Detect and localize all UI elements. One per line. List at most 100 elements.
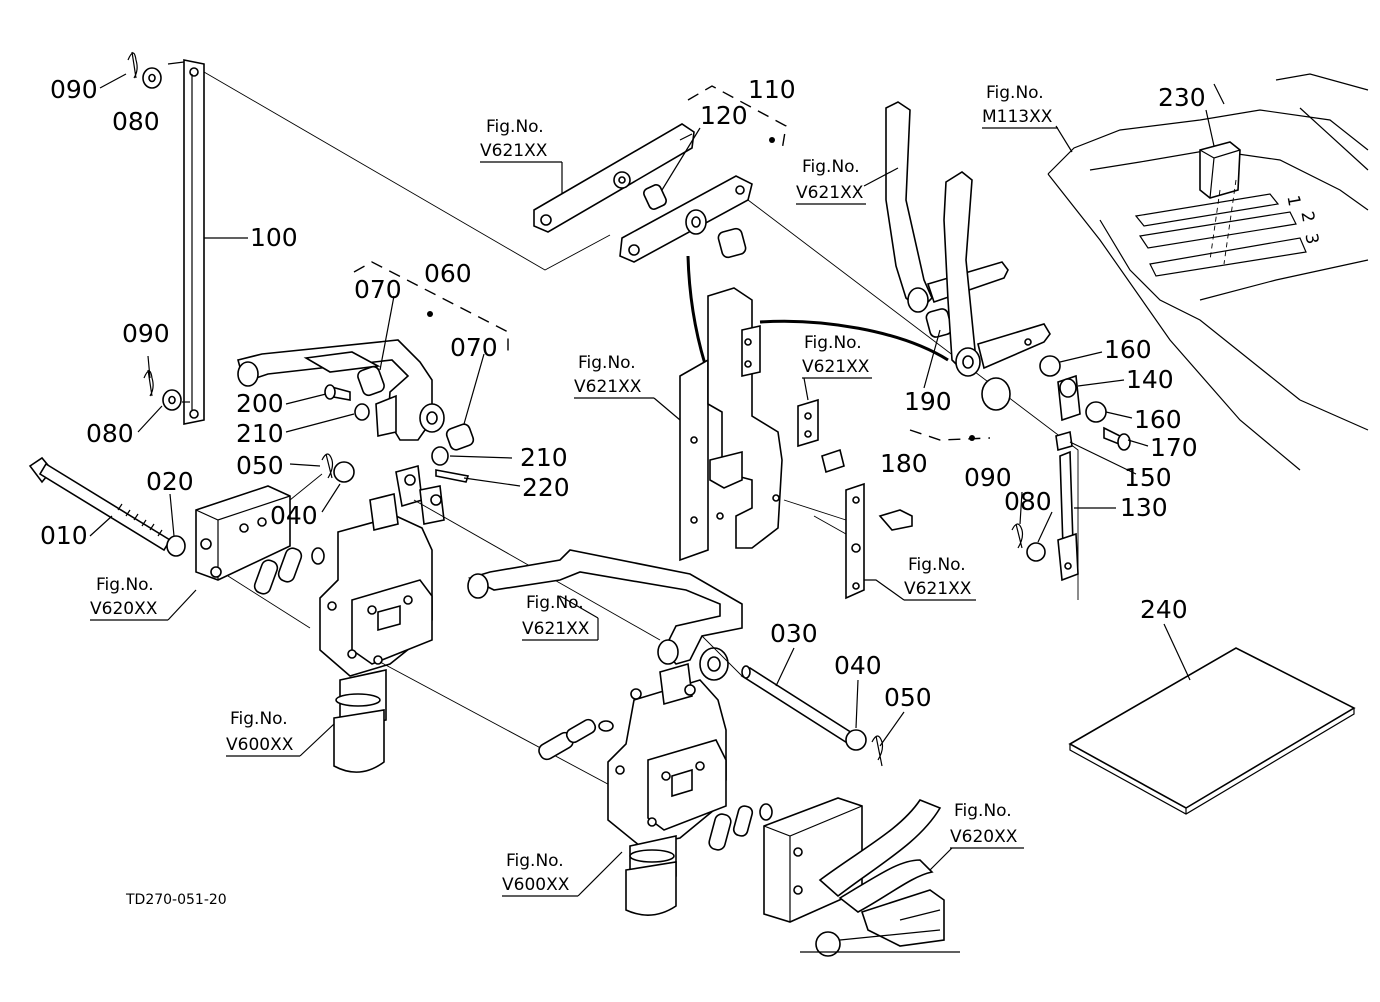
lever-bracket-060 (237, 339, 445, 441)
callout-120: 120 (700, 101, 748, 130)
small-bracket-upper (797, 398, 819, 448)
bushing-120 (643, 184, 667, 210)
valve-fitting-left (333, 669, 387, 773)
svg-text:Fig.No.: Fig.No. (954, 801, 1012, 821)
washer-210-left (354, 403, 370, 421)
assembly-110-ref-dot (769, 137, 775, 143)
drawing-id: TD270-051-20 (125, 892, 227, 908)
bushing-070-left (357, 365, 385, 397)
callout-170: 170 (1150, 433, 1198, 462)
hydraulic-pipes (800, 799, 960, 957)
pin-090-right (1011, 523, 1024, 549)
callout-200: 200 (236, 389, 284, 418)
control-valve-right (607, 662, 727, 847)
callout-040: 040 (834, 651, 882, 680)
gear-mark-1: 1 (1282, 194, 1304, 208)
svg-text:V621XX: V621XX (574, 377, 642, 397)
nut-150 (1055, 430, 1073, 452)
washer-080-top (142, 67, 162, 89)
svg-text:Fig.No.: Fig.No. (506, 851, 564, 871)
washer-160-top (1039, 355, 1061, 377)
washer-040-left (333, 461, 355, 483)
svg-text:V621XX: V621XX (480, 141, 548, 161)
bracket-060-ref-dot (427, 311, 433, 317)
adjuster-rod-130 (1057, 450, 1079, 582)
gear-mark-3: 3 (1300, 232, 1322, 246)
fig-ref: Fig.No. V621XX (480, 117, 562, 163)
fig-ref: Fig.No. V621XX (522, 593, 599, 641)
callout-240: 240 (1140, 595, 1188, 624)
washer-160-bottom (1085, 401, 1107, 423)
bushing-180 (981, 377, 1011, 411)
fig-ref: Fig.No. V621XX (574, 353, 654, 399)
fig-ref: Fig.No. V621XX (796, 157, 866, 205)
callout-140: 140 (1126, 365, 1174, 394)
callout-230: 230 (1158, 83, 1206, 112)
fig-ref: Fig.No. V600XX (226, 709, 300, 757)
svg-text:V620XX: V620XX (90, 599, 158, 619)
svg-text:V621XX: V621XX (904, 579, 972, 599)
valve-end-plate (195, 485, 291, 581)
svg-text:V621XX: V621XX (522, 619, 590, 639)
callout-090: 090 (50, 75, 98, 104)
callout-220: 220 (522, 473, 570, 502)
callout-080: 080 (112, 107, 160, 136)
fender-panel (1047, 73, 1369, 471)
bolt-200 (324, 384, 351, 401)
pin-050-right (871, 735, 884, 767)
svg-text:Fig.No.: Fig.No. (230, 709, 288, 729)
callout-050: 050 (236, 451, 284, 480)
fig-ref: Fig.No. V621XX (904, 555, 976, 601)
svg-text:V620XX: V620XX (950, 827, 1018, 847)
pin-220 (435, 469, 470, 483)
svg-text:V621XX: V621XX (796, 183, 864, 203)
small-bracket-lower (845, 482, 865, 600)
figure-references: Fig.No. V621XX Fig.No. V621XX Fig.No. M1… (90, 83, 1058, 897)
callout-090: 090 (122, 319, 170, 348)
callout-040: 040 (270, 501, 318, 530)
fig-ref: Fig.No. V620XX (90, 575, 168, 621)
callout-080: 080 (1004, 487, 1052, 516)
bushing-right-link (717, 227, 747, 259)
fig-ref: Fig.No. M113XX (982, 83, 1058, 129)
o-rings-lower-right (708, 803, 773, 851)
svg-text:Fig.No.: Fig.No. (578, 353, 636, 373)
callout-130: 130 (1120, 493, 1168, 522)
svg-text:M113XX: M113XX (982, 107, 1053, 127)
link-rod-100 (183, 59, 205, 425)
fig-ref: Fig.No. V600XX (502, 851, 578, 897)
pin-050-left (321, 453, 334, 479)
callout-180: 180 (880, 449, 928, 478)
lever-front (943, 171, 1051, 377)
rod-end-140 (1057, 374, 1081, 422)
callout-070: 070 (354, 275, 402, 304)
callout-210: 210 (236, 419, 284, 448)
part-callouts: 090 080 100 090 080 070 060 070 200 210 … (40, 75, 1206, 712)
callout-100: 100 (250, 223, 298, 252)
lever-bracket-lower (467, 549, 743, 681)
callout-050: 050 (884, 683, 932, 712)
callout-060: 060 (424, 259, 472, 288)
bolt-170 (1103, 426, 1131, 451)
o-rings-left (253, 547, 325, 595)
callout-150: 150 (1124, 463, 1172, 492)
svg-text:V600XX: V600XX (502, 875, 570, 895)
control-valve-left (319, 464, 445, 677)
washer-080-mid (162, 389, 182, 411)
fig-ref: Fig.No. V620XX (950, 801, 1024, 849)
lever-180-ref-dot (969, 435, 975, 441)
callout-090: 090 (964, 463, 1012, 492)
callout-210: 210 (520, 443, 568, 472)
gear-mark-2: 2 (1296, 210, 1318, 224)
bolt-center (821, 448, 845, 474)
callout-160: 160 (1134, 405, 1182, 434)
valve-fitting-right (625, 835, 677, 916)
washer-210-right (431, 446, 449, 466)
svg-text:Fig.No.: Fig.No. (804, 333, 862, 353)
pin-090-top (127, 51, 138, 79)
svg-text:Fig.No.: Fig.No. (96, 575, 154, 595)
washer-020 (166, 535, 186, 557)
bushing-070-right (445, 423, 475, 451)
svg-text:V621XX: V621XX (802, 357, 870, 377)
